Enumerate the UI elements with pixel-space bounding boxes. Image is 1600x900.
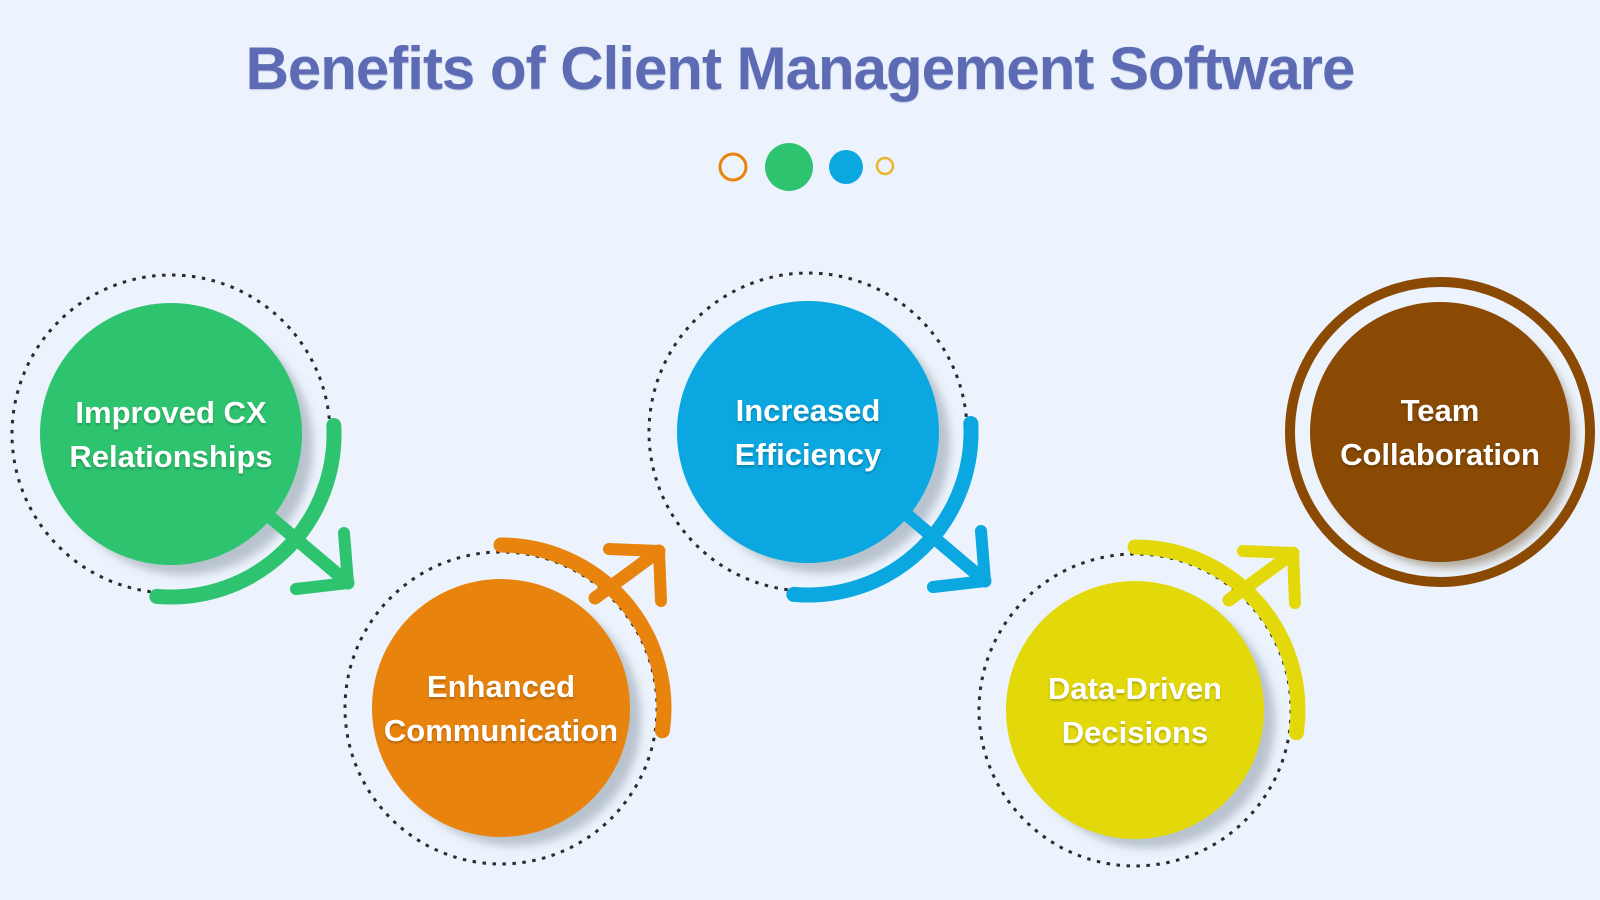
orange-outline-dot-icon [718, 152, 748, 182]
node-circle [1006, 581, 1264, 839]
arrow-to-increased-efficiency [493, 537, 672, 739]
arrow-head-icon [290, 527, 354, 595]
arrow-shaft [588, 544, 666, 605]
arrow-shaft [1222, 546, 1300, 607]
node-label-line2: Decisions [1062, 715, 1208, 750]
arrow-head-icon [603, 543, 667, 607]
node-label-line1: Increased [736, 393, 881, 428]
node-label-line2: Efficiency [735, 437, 882, 472]
green-filled-dot-icon [765, 143, 813, 191]
node-label-line1: Team [1401, 393, 1480, 428]
arrow-shaft [893, 502, 992, 588]
node-circle [1310, 302, 1570, 562]
benefit-node-improved-cx-relationships: Improved CX Relationships [10, 273, 355, 605]
arrow-arc [149, 418, 342, 605]
arrow-head-icon [1237, 545, 1301, 609]
node-label-line1: Enhanced [427, 669, 575, 704]
arrow-to-enhanced-communication [149, 418, 355, 605]
gold-outline-dot-icon [875, 156, 895, 176]
decor-dots [718, 143, 895, 191]
node-label-line2: Collaboration [1340, 437, 1540, 472]
arrow-head-icon [927, 525, 991, 593]
node-label-line1: Data-Driven [1048, 671, 1222, 706]
page-title: Benefits of Client Management Software [245, 35, 1356, 102]
arrow-to-data-driven-decisions [786, 416, 992, 603]
arrow-arc [493, 537, 672, 739]
benefit-node-increased-efficiency: Increased Efficiency [647, 271, 992, 603]
benefit-node-team-collaboration: Team Collaboration [1285, 277, 1595, 587]
node-circle [677, 301, 939, 563]
arrow-arc [786, 416, 979, 603]
node-label-line2: Relationships [69, 439, 272, 474]
arrow-arc [1127, 539, 1306, 741]
arrow-shaft [256, 504, 355, 590]
blue-filled-dot-icon [829, 150, 863, 184]
node-label-line1: Improved CX [75, 395, 267, 430]
node-label-line2: Communication [384, 713, 618, 748]
arrow-to-team-collaboration [1127, 539, 1306, 741]
solid-outer-ring [1285, 277, 1595, 587]
benefit-node-data-driven-decisions: Data-Driven Decisions [977, 539, 1306, 868]
node-circle [372, 579, 630, 837]
node-circle [40, 303, 302, 565]
benefit-node-enhanced-communication: Enhanced Communication [343, 537, 672, 866]
